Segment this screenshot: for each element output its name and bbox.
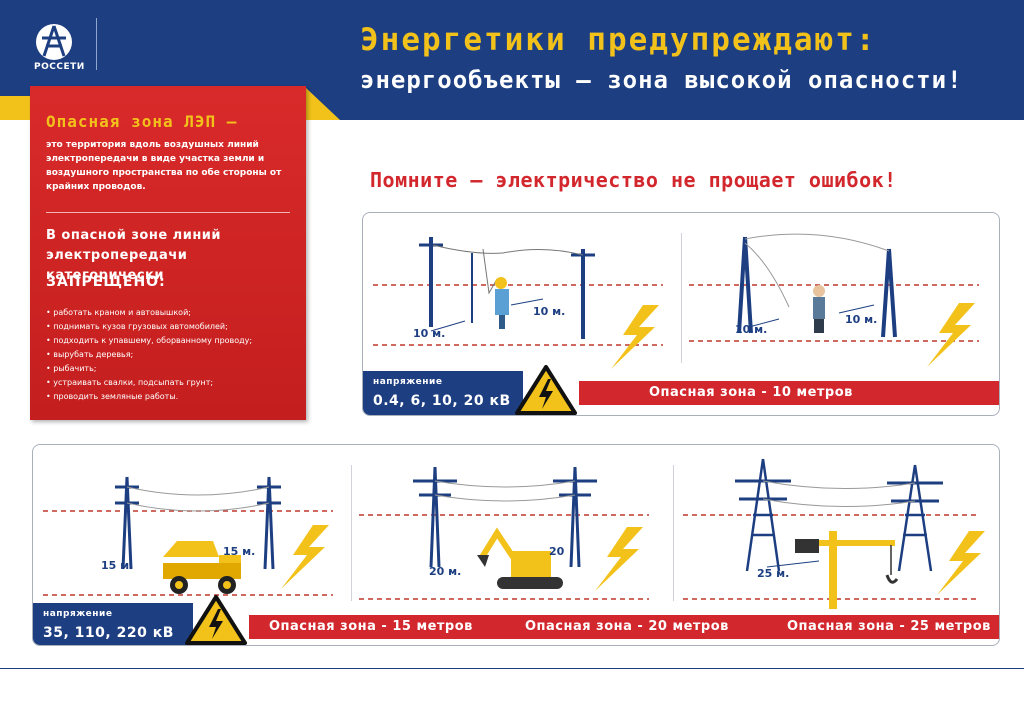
footer-strip bbox=[0, 668, 1024, 707]
zone-label: Опасная зона - 10 метров bbox=[649, 385, 853, 400]
list-item: рыбачить; bbox=[46, 362, 302, 376]
info-divider bbox=[46, 212, 290, 213]
dim-label: 10 м. bbox=[413, 327, 445, 340]
dim-label: 20 м. bbox=[429, 565, 461, 578]
scene-fallen-wire: 10 м. 10 м. bbox=[373, 237, 663, 369]
zone-label-25: Опасная зона - 25 метров bbox=[787, 619, 991, 634]
scene-dump-truck: 15 м. 15 м. bbox=[43, 476, 333, 596]
scene-crane: 25 м. bbox=[683, 458, 985, 609]
forbidden-heading: ЗАПРЕЩЕНО: bbox=[46, 274, 166, 290]
forbidden-list: работать краном и автовышкой; поднимать … bbox=[46, 306, 302, 404]
dim-label: 10 м. bbox=[735, 323, 767, 336]
voltage-tag: напряжение 35, 110, 220 кВ bbox=[33, 603, 193, 645]
high-voltage-panel: 15 м. 15 м. 20 м. 20 bbox=[32, 444, 1000, 646]
scene-divider bbox=[673, 465, 674, 601]
scene-divider bbox=[351, 465, 352, 601]
forbidden-intro: В опасной зоне линий электропередачи кат… bbox=[46, 228, 222, 283]
logo-divider bbox=[96, 18, 97, 70]
info-title: Опасная зона ЛЭП – bbox=[46, 112, 238, 131]
low-voltage-panel: 10 м. 10 м. 10 м. 10 м. напряжение 0.4, … bbox=[362, 212, 1000, 416]
logo-text: РОССЕТИ bbox=[34, 62, 85, 72]
voltage-value: 35, 110, 220 кВ bbox=[43, 625, 174, 641]
zone-label-20: Опасная зона - 20 метров bbox=[525, 619, 729, 634]
voltage-tag: напряжение 0.4, 6, 10, 20 кВ bbox=[363, 371, 523, 415]
scene-person: 10 м. 10 м. bbox=[689, 233, 979, 367]
list-item: поднимать кузов грузовых автомобилей; bbox=[46, 320, 302, 334]
dim-label: 10 м. bbox=[533, 305, 565, 318]
high-voltage-warning-icon bbox=[185, 595, 247, 645]
list-item: вырубать деревья; bbox=[46, 348, 302, 362]
headline: Помните – электричество не прощает ошибо… bbox=[370, 168, 897, 192]
dim-label: 15 м. bbox=[223, 545, 255, 558]
list-item: устраивать свалки, подсыпать грунт; bbox=[46, 376, 302, 390]
page-subtitle: энергообъекты – зона высокой опасности! bbox=[360, 66, 963, 94]
info-description: это территория вдоль воздушных линий эле… bbox=[46, 140, 282, 192]
voltage-label: напряжение bbox=[43, 609, 113, 619]
dim-label: 10 м. bbox=[845, 313, 877, 326]
high-voltage-warning-icon bbox=[515, 365, 577, 415]
voltage-label: напряжение bbox=[373, 377, 443, 387]
zone-label-15: Опасная зона - 15 метров bbox=[269, 619, 473, 634]
zone-bar: Опасная зона - 10 метров bbox=[579, 381, 999, 405]
dim-label: 15 м. bbox=[101, 559, 133, 572]
dim-label: 20 bbox=[549, 545, 565, 558]
list-item: работать краном и автовышкой; bbox=[46, 306, 302, 320]
zone-bar: Опасная зона - 15 метров Опасная зона - … bbox=[249, 615, 999, 639]
dim-label: 25 м. bbox=[757, 567, 789, 580]
scene-divider bbox=[681, 233, 682, 363]
list-item: подходить к упавшему, оборванному провод… bbox=[46, 334, 302, 348]
voltage-value: 0.4, 6, 10, 20 кВ bbox=[373, 393, 511, 409]
list-item: проводить земляные работы. bbox=[46, 390, 302, 404]
page-title: Энергетики предупреждают: bbox=[360, 22, 877, 58]
info-panel: Опасная зона ЛЭП – это территория вдоль … bbox=[30, 86, 306, 420]
rosseti-logo bbox=[36, 24, 72, 60]
scene-excavator: 20 м. 20 bbox=[359, 466, 649, 600]
